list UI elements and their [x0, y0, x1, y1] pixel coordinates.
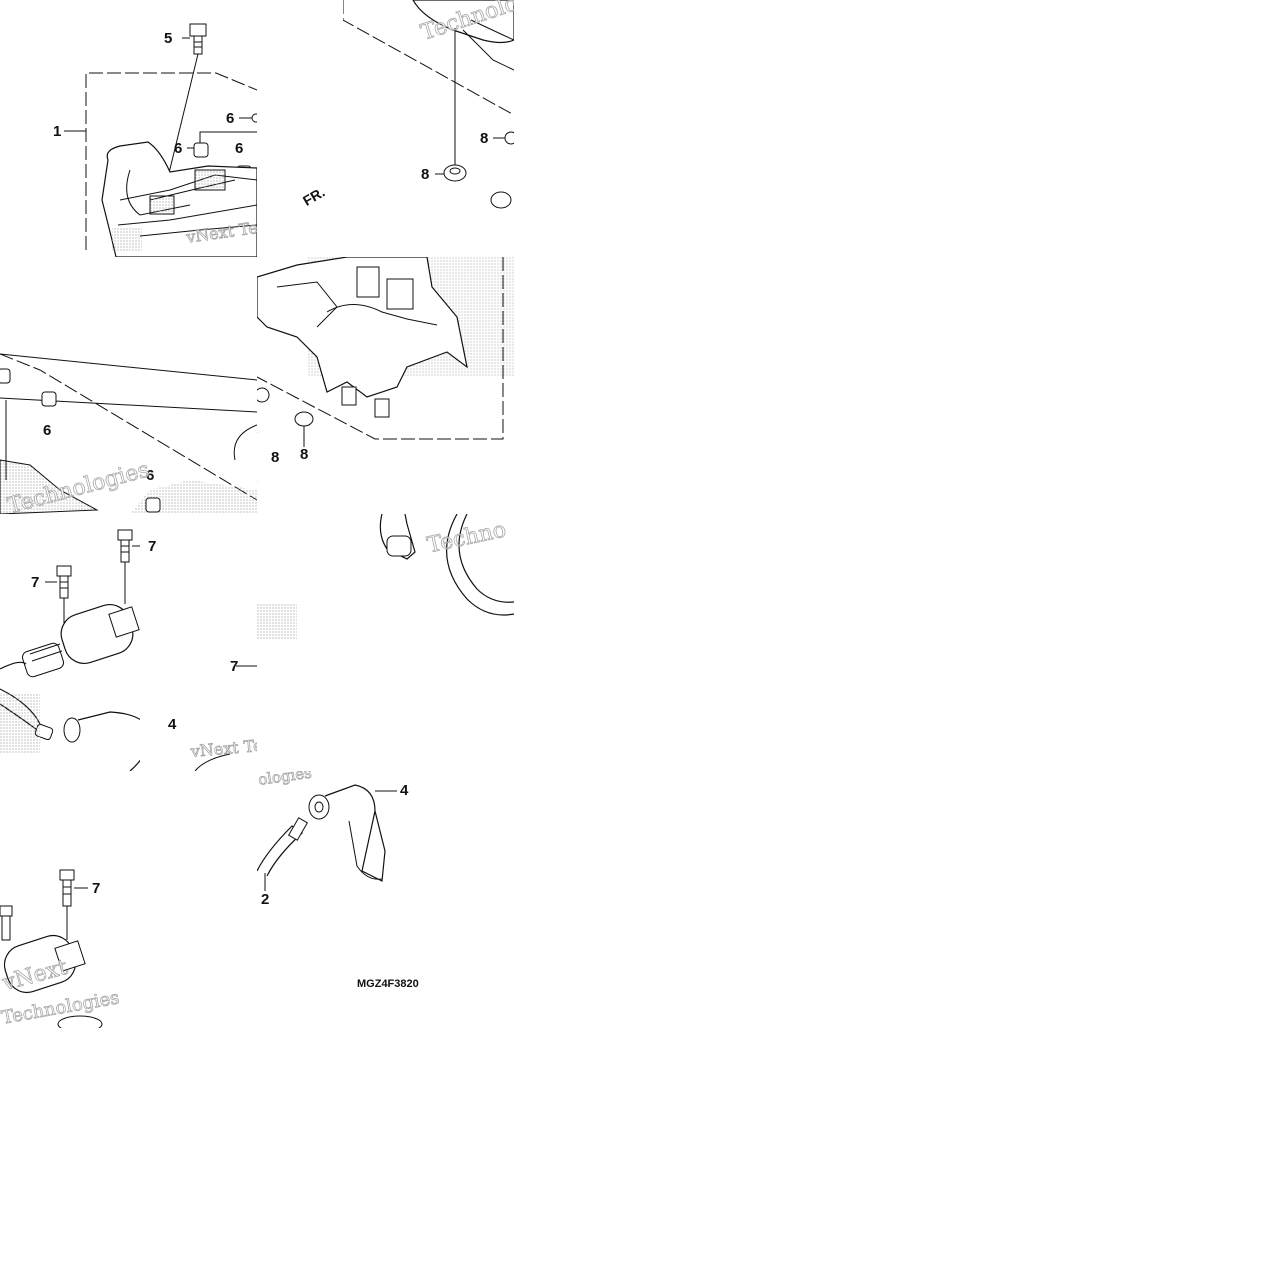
callout-1: 1: [53, 123, 62, 140]
diagram-tile-middle-left: 6 6 Technologies: [0, 340, 257, 514]
diagram-tile-lower-center: Techno: [257, 514, 514, 640]
front-direction-label: FR.: [300, 183, 328, 209]
callout-6: 6: [174, 140, 183, 157]
callout-8: 8: [480, 130, 489, 147]
ignition-coil-drawing: [0, 529, 257, 771]
cover-rear-drawing: [343, 0, 514, 209]
callout-2: 2: [261, 891, 270, 908]
callout-7: 7: [148, 538, 157, 555]
callout-4: 4: [168, 716, 177, 733]
diagram-code: MGZ4F3820: [357, 978, 419, 990]
callout-8: 8: [300, 446, 309, 463]
callout-7: 7: [31, 574, 40, 591]
callout-4: 4: [400, 782, 409, 799]
diagram-tile-top-left: 5 1 6 6 6 vNext Technologies: [0, 0, 257, 257]
callout-6: 6: [235, 140, 244, 157]
callout-8: 8: [421, 166, 430, 183]
callout-8: 8: [271, 449, 280, 466]
callout-7: 7: [92, 880, 101, 897]
callout-7: 7: [230, 658, 239, 675]
diagram-tile-bottom-left: 7 vNext Technologies: [0, 860, 257, 1028]
callout-5: 5: [164, 30, 173, 47]
upper-cover-drawing: [64, 23, 257, 257]
callout-6: 6: [146, 467, 155, 484]
callout-6: 6: [226, 110, 235, 127]
plug-wire-drawing: [257, 514, 514, 640]
lower-cover-drawing: [257, 257, 514, 482]
diagram-tile-center: 8 8 3: [257, 257, 514, 514]
collar-layout-drawing: [0, 353, 257, 514]
ignition-coil-bottom-drawing: [0, 869, 103, 1028]
diagram-tile-top-right: 8 8 Technologies: [343, 0, 514, 210]
diagram-tile-lower-left: 7 7 4 7 vNext Tec: [0, 514, 257, 771]
callout-6: 6: [43, 422, 52, 439]
plug-cap-drawing: [257, 784, 397, 891]
diagram-tile-bottom-center: 4 2 ologies: [257, 771, 514, 971]
